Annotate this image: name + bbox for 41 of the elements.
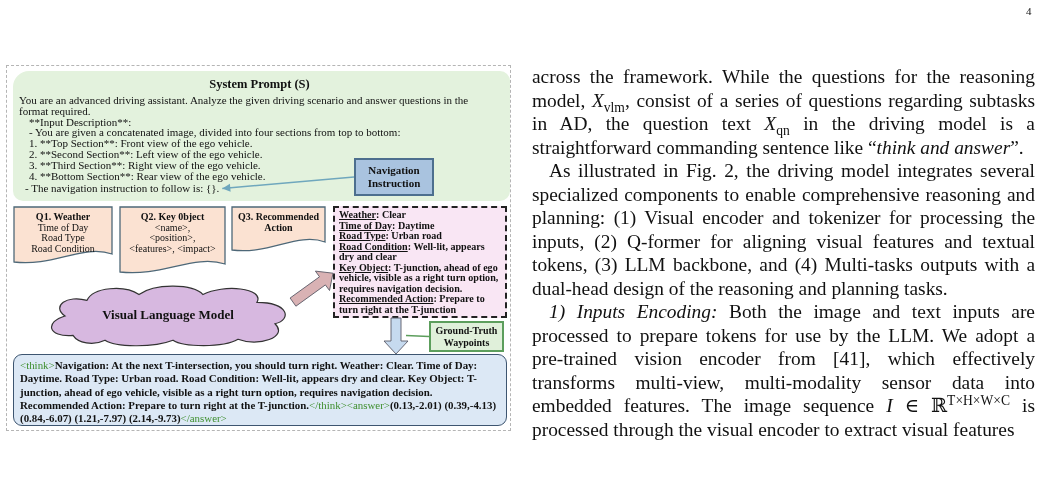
- question-heading: Q3. Recommended Action: [236, 212, 321, 234]
- answer-panel: [333, 206, 507, 318]
- arrow: [383, 317, 409, 355]
- document-shape: [119, 206, 226, 276]
- question-heading: Q2. Key 0bject: [140, 212, 205, 223]
- prompt-line: - You are given a concatenated image, divided into four sections from top to bottom:: [29, 127, 401, 139]
- prompt-line: 1. **Top Section**: Front view of the ego vehicle.: [29, 138, 253, 149]
- output-panel: <think>Navigation: At the next T-intersection, you should turn right. Weather: Clear. Time of Day: Daytime. Road Type: Urban road. Road Condition: Well-lit, appears dry and clear. Key Object: T-junction, ahead of ego vehicle, visible as a right turn option, requires navigation decision. Recommended Action: Prepare to turn right at the T-junction.</think><answer>(0.13,-2.01) (0.39,-4.13) (0.84,-6.07) (1.21,-7.97) (2.14,-9.73)</answer>: [13, 354, 507, 426]
- arrow: [221, 176, 355, 192]
- document-shape: [13, 206, 113, 266]
- question-item: <features>, <impact>: [129, 243, 216, 255]
- cloud-label: Visual Language Model: [102, 306, 234, 322]
- document-shape: [231, 206, 326, 254]
- page-number: 4: [1026, 5, 1032, 17]
- answer-line: Key Object: T-junction, ahead of ego vehicle, visible as a right turn option, requires navigation decision.: [339, 262, 500, 294]
- question-heading: Q1. Weather: [35, 212, 91, 223]
- body-paragraph: across the framework. While the questions for the reasoning model, X$_{vlm}$, consist of a series of questions regarding subtasks in AD, the question text X$_{qn}$ in the driving model is a straightforward commanding sentence like “think and answer”.: [532, 65, 1035, 159]
- prompt-line: 2. **Second Section**: Left view of the ego vehicle.: [29, 149, 263, 160]
- prompt-line: You are an advanced driving assistant. Analyze the given driving scenario and answer questions in the format required.: [19, 95, 470, 117]
- arrow: [289, 270, 334, 307]
- answer-line: Time of Day: Daytime: [339, 220, 435, 231]
- question-item: Road Condition: [31, 243, 95, 255]
- question-item: Time of Day: [37, 222, 89, 234]
- panel-heading: System Prompt (S): [209, 77, 310, 91]
- answer-line: Road Condition: Well-lit, appears dry and clear: [339, 241, 486, 263]
- prompt-line: 3. **Third Section**: Right view of the ego vehicle.: [29, 159, 261, 171]
- answer-line: Road Type: Urban road: [339, 231, 442, 242]
- question-item: <name>,: [154, 222, 191, 234]
- prompt-panel: [13, 71, 510, 201]
- prompt-line: 4. **Bottom Section**: Rear view of the ego vehicle.: [29, 170, 266, 182]
- label-box: Ground-Truth Waypoints: [429, 321, 504, 352]
- body-paragraph: 1) Inputs Encoding: Both the image and text inputs are processed to prepare tokens for use by the LLM. We adopt a pre-trained vision encoder from [41], which effectively transforms multi-view, multi-modality sensor data into embedded features. The image sequence I ∈ ℝ$^{T×H×W×C}$ is processed through the visual encoder to extract visual features: [532, 300, 1035, 441]
- question-item: <position>,: [149, 233, 196, 244]
- connector-line: [405, 334, 430, 338]
- prompt-line: **Input Description**:: [29, 116, 132, 128]
- label-box: Navigation Instruction: [354, 158, 434, 196]
- prompt-line: - The navigation instruction to follow is: {}.: [25, 183, 220, 194]
- answer-line: Recommended Action: Prepare to turn right at the T-junction: [339, 294, 486, 315]
- answer-line: Weather: Clear: [339, 210, 406, 221]
- question-item: Road Type: [41, 233, 85, 244]
- body-paragraph: As illustrated in Fig. 2, the driving model integrates several specialized components to enable comprehensive reasoning and planning: (1) Visual encoder and tokenizer for processing the inputs, (2) Q-former for aligning visual features and textual tokens, (3) LLM backbone, and (4) Multi-tasks outputs with a dual-head design of the reasoning and planning tasks.: [532, 159, 1035, 300]
